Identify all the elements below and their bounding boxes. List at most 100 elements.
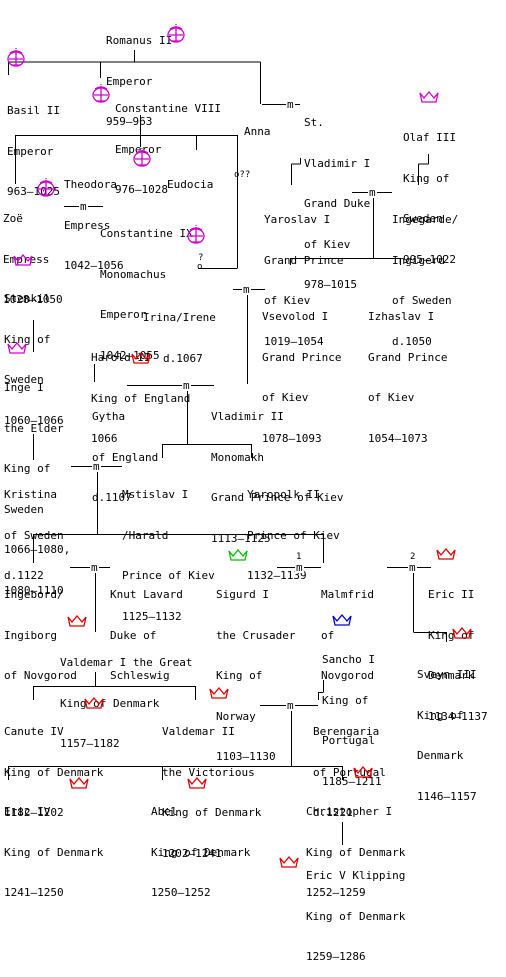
- denmark-crown-icon: [353, 766, 373, 778]
- marriage-marker: m: [286, 699, 295, 712]
- person-reign: d.1221: [313, 806, 353, 819]
- denmark-crown-icon: [279, 856, 299, 868]
- person-title: King of Denmark: [162, 806, 262, 819]
- person-olaf-iii: Olaf III King of Sweden 995–1022: [403, 104, 456, 280]
- denmark-crown-icon: [67, 615, 87, 627]
- person-reign: d.1050: [392, 334, 432, 348]
- person-constantine-viii: Constantine VIII Emperor 976–1028: [115, 75, 221, 210]
- person-origin: of England: [92, 450, 159, 464]
- marriage-marker: m: [286, 98, 295, 111]
- uncertain-marker: ?: [198, 253, 204, 263]
- person-name: Vsevolod I: [262, 310, 329, 323]
- person-reign: 959–963: [106, 115, 153, 128]
- person-title: King of: [4, 332, 51, 346]
- imperial-crown-icon: [37, 178, 55, 197]
- person-reign: 1042–1056: [64, 259, 124, 272]
- person-title: Denmark: [428, 669, 475, 682]
- person-eric-ii: Eric II King of Denmark 1134–1137: [428, 561, 488, 737]
- imperial-crown-icon: [92, 84, 110, 103]
- imperial-crown-icon: [187, 225, 205, 244]
- person-reign: 995–1022: [403, 252, 456, 266]
- person-name: Zoë: [3, 212, 23, 225]
- person-reign: 1080–1110: [4, 583, 64, 597]
- person-constantine-ix: Constantine IX Monomachus Emperor 1042–1…: [100, 200, 193, 376]
- person-name: St.: [304, 116, 324, 129]
- marriage-marker: m: [408, 561, 417, 574]
- person-name: Canute IV: [4, 725, 64, 738]
- person-title: King of Denmark: [4, 845, 104, 859]
- denmark-crown-icon: [187, 777, 207, 789]
- person-title: Grand Prince: [262, 350, 342, 364]
- person-title: King of Denmark: [151, 845, 251, 859]
- denmark-crown-icon: [436, 548, 456, 560]
- person-ingebord: Ingebord/ Ingiborg of Novgorod: [4, 561, 77, 696]
- person-reign: 1185–1211: [322, 774, 382, 788]
- marriage-order-marker: 2: [410, 552, 416, 562]
- person-reign: 1202–1241: [162, 846, 222, 860]
- person-harold-ii: Harold II King of England 1066: [91, 324, 190, 459]
- sweden-crown-icon: [7, 342, 27, 354]
- denmark-crown-icon: [209, 687, 229, 699]
- person-sigurd-i: Sigurd I the Crusader King of Norway 110…: [216, 561, 295, 777]
- person-title: King of: [417, 708, 464, 722]
- sweden-crown-icon: [13, 254, 33, 266]
- person-name: Eric IV: [4, 805, 51, 818]
- person-reign: 1019–1054: [264, 334, 324, 348]
- person-title: Emperor: [106, 74, 153, 88]
- person-inge-i: Inge I the Elder King of Sweden 1066–108…: [4, 354, 70, 611]
- person-origin: of: [321, 628, 335, 642]
- person-name: Sigurd I: [216, 588, 269, 601]
- person-name: Izhaslav I: [368, 310, 435, 323]
- denmark-crown-icon: [131, 352, 151, 364]
- person-title: Portugal: [322, 734, 375, 747]
- person-name: Abel: [151, 805, 178, 818]
- person-eric-iv: Eric IV King of Denmark 1241–1250: [4, 778, 103, 913]
- person-title: Prince of Kiev: [122, 569, 215, 582]
- person-eudocia: Eudocia: [167, 151, 213, 205]
- person-eric-v: Eric V Klipping King of Denmark 1259–128…: [306, 842, 405, 977]
- marriage-marker: m: [182, 379, 191, 392]
- person-anna: Anna: [244, 98, 271, 152]
- person-title: King of: [403, 171, 450, 185]
- person-vladimir-ii: Vladimir II Monomakh Grand Prince of Kie…: [211, 383, 343, 559]
- person-title: Empress: [64, 218, 111, 232]
- person-name: Ingegarde/: [392, 213, 459, 226]
- imperial-crown-icon: [133, 148, 151, 167]
- person-name: the Elder: [4, 421, 64, 435]
- person-origin: of Sweden: [392, 294, 452, 307]
- marriage-marker: m: [92, 460, 101, 473]
- person-malmfrid: Malmfrid of Novgorod: [321, 561, 374, 696]
- person-vladimir-i: St. Vladimir I Grand Duke of Kiev 978–10…: [304, 89, 370, 305]
- person-name: Ingigerd: [392, 253, 445, 267]
- person-origin: of Sweden: [4, 528, 64, 542]
- marriage-order-marker: 1: [296, 552, 302, 562]
- person-reign: 1259–1286: [306, 950, 366, 963]
- person-gytha: Gytha of England d.1107: [92, 383, 158, 518]
- person-name: Eudocia: [167, 178, 214, 191]
- person-yaropolk-ii: Yaropolk II Prince of Kiev 1132–1139: [247, 461, 340, 596]
- person-title: Denmark: [417, 749, 464, 762]
- person-name: Ingiborg: [4, 628, 57, 642]
- person-vsevolod-i: Vsevolod I Grand Prince of Kiev 1078–109…: [262, 283, 341, 459]
- marriage-marker: m: [295, 561, 304, 574]
- person-name: Monomakh: [211, 450, 264, 464]
- person-name: the Victorious: [162, 765, 255, 779]
- person-reign: 1078–1093: [262, 431, 322, 445]
- person-name: Knut Lavard: [110, 588, 183, 601]
- person-title: Grand Prince: [264, 253, 344, 267]
- person-origin: of Novgorod: [4, 669, 77, 682]
- person-knut-lavard: Knut Lavard Duke of Schleswig: [110, 561, 183, 696]
- person-berengaria: Berengaria of Portugal d.1221: [313, 698, 386, 833]
- person-name: Gytha: [92, 410, 126, 423]
- person-name: Irina/Irene: [143, 311, 216, 324]
- person-title: Duke of: [110, 628, 157, 642]
- person-reign: 1182–1202: [4, 806, 64, 819]
- person-name: Valdemar II: [162, 725, 235, 738]
- person-reign: d.1067: [163, 351, 203, 365]
- sweden-crown-icon: [419, 91, 439, 103]
- person-reign: 1066–1080,: [4, 543, 71, 556]
- person-reign: 1113–1125: [211, 531, 271, 545]
- marriage-marker: m: [79, 200, 88, 213]
- person-mstislav-i: Mstislav I /Harald Prince of Kiev 1125–1…: [122, 461, 215, 637]
- person-title: Sweden: [403, 212, 443, 225]
